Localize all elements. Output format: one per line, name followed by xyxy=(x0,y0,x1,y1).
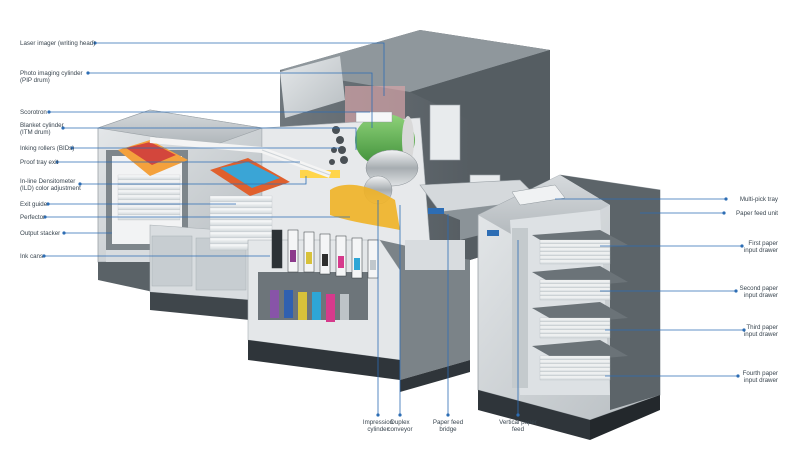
label-second-drawer: Second paper input drawer xyxy=(739,285,778,300)
label-paper-feed-bridge: Paper feed bridge xyxy=(432,419,464,434)
label-duplex-conveyor: Duplex conveyor xyxy=(387,419,413,434)
label-inking-rollers: Inking rollers (BIDs) xyxy=(20,145,75,152)
paper-feed-unit-housing xyxy=(477,174,661,440)
label-output-stacker: Output stacker xyxy=(20,230,61,237)
label-exit-guide: Exit guide xyxy=(20,201,48,208)
label-vertical-paper-feed: Vertical paper feed xyxy=(499,419,537,434)
ink-can-cabinet xyxy=(247,229,401,380)
label-ink-cans: Ink cans xyxy=(20,253,44,260)
label-multi-pick-tray: Multi-pick tray xyxy=(739,196,778,203)
drawer-stack xyxy=(532,230,628,381)
label-paper-feed-unit: Paper feed unit xyxy=(736,210,778,217)
leader-endpoints xyxy=(42,41,746,417)
label-laser-imager: Laser imager (writing head) xyxy=(20,40,96,47)
label-proof-tray-exit: Proof tray exit xyxy=(20,159,59,166)
label-first-drawer: First paper input drawer xyxy=(743,240,778,255)
label-pip-drum: Photo imaging cylinder (PIP drum) xyxy=(20,70,83,85)
label-blanket-cylinder: Blanket cylinder (ITM drum) xyxy=(20,122,64,137)
engine-base xyxy=(380,240,470,392)
label-third-drawer: Third paper input drawer xyxy=(743,324,778,339)
label-fourth-drawer: Fourth paper input drawer xyxy=(742,370,778,385)
label-impression-cylinder: Impression cylinder xyxy=(362,419,394,434)
leader-lines xyxy=(44,42,744,415)
label-perfector: Perfector xyxy=(20,214,46,221)
print-stacks xyxy=(209,158,290,251)
engine-cutaway xyxy=(149,111,431,263)
label-scorotron: Scorotron xyxy=(20,109,47,116)
label-densitometer: In-line Densitometer (ILD) color adjustm… xyxy=(20,178,81,193)
